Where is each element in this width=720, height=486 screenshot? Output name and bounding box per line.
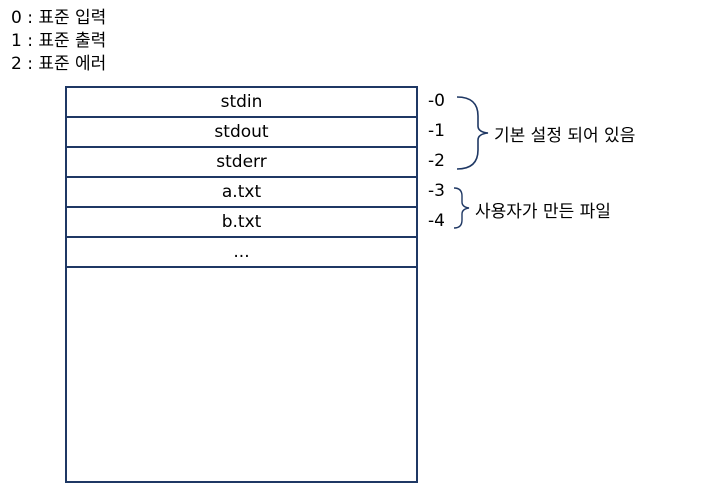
note-user-files: 사용자가 만든 파일 (475, 202, 611, 222)
fd-number-1: -1 (428, 121, 445, 141)
fd-number-0: -0 (428, 91, 445, 111)
legend-stdout: 1 : 표준 출력 (11, 31, 107, 51)
brace-user (453, 187, 470, 229)
fd-number-3: -3 (428, 181, 445, 201)
legend-stderr: 2 : 표준 에러 (11, 54, 107, 74)
fd-row-a-txt: a.txt (67, 178, 416, 208)
fd-row-b-txt: b.txt (67, 208, 416, 238)
note-default-set: 기본 설정 되어 있음 (494, 126, 636, 146)
fd-row-ellipsis: ... (67, 238, 416, 268)
legend-stdin: 0 : 표준 입력 (11, 8, 107, 28)
brace-default (456, 96, 489, 170)
fd-row-stdin: stdin (67, 88, 416, 118)
legend: 0 : 표준 입력 1 : 표준 출력 2 : 표준 에러 (11, 7, 106, 76)
fd-number-2: -2 (428, 151, 445, 171)
fd-row-stdout: stdout (67, 118, 416, 148)
fd-number-4: -4 (428, 211, 445, 231)
fd-row-stderr: stderr (67, 148, 416, 178)
fd-table: stdin stdout stderr a.txt b.txt ... (65, 86, 418, 483)
